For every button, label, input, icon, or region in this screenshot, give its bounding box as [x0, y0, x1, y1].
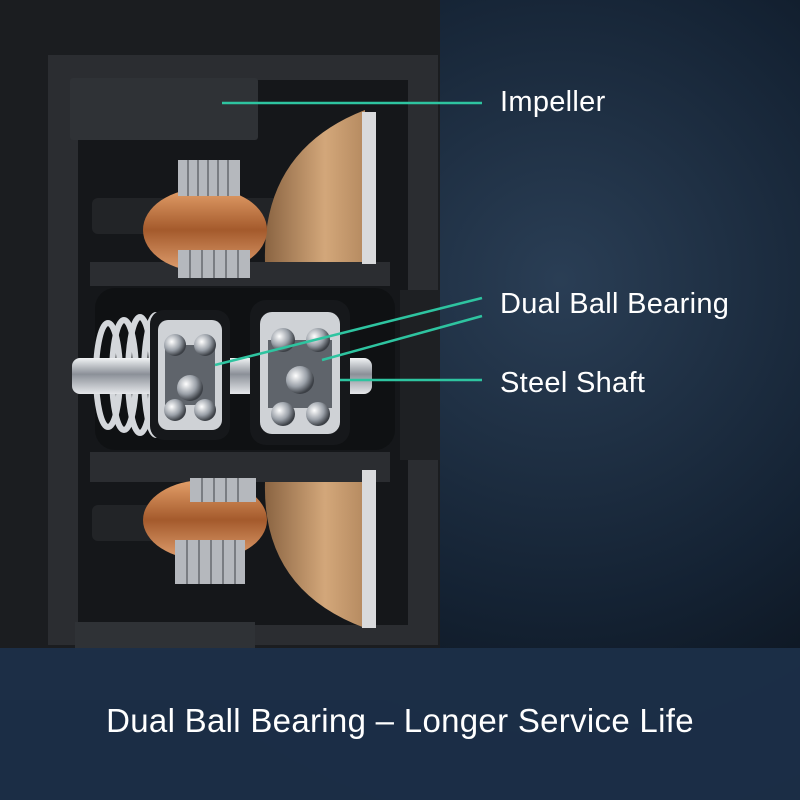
label-impeller: Impeller	[500, 86, 606, 118]
caption-bar: Dual Ball Bearing – Longer Service Life	[0, 648, 800, 800]
caption-text: Dual Ball Bearing – Longer Service Life	[106, 702, 694, 739]
leader-line-bearing-2	[321, 314, 483, 362]
label-steel-shaft: Steel Shaft	[500, 367, 646, 399]
motor-coil-top	[143, 160, 267, 278]
leader-lines	[214, 101, 483, 382]
ball-bearing-2	[250, 300, 350, 445]
impeller-disc	[264, 110, 376, 628]
motor-coil-bottom	[143, 478, 267, 584]
leader-line-bearing-1	[214, 296, 483, 367]
ball-bearing-1	[150, 310, 230, 440]
label-dual-ball-bearing: Dual Ball Bearing	[500, 288, 730, 320]
